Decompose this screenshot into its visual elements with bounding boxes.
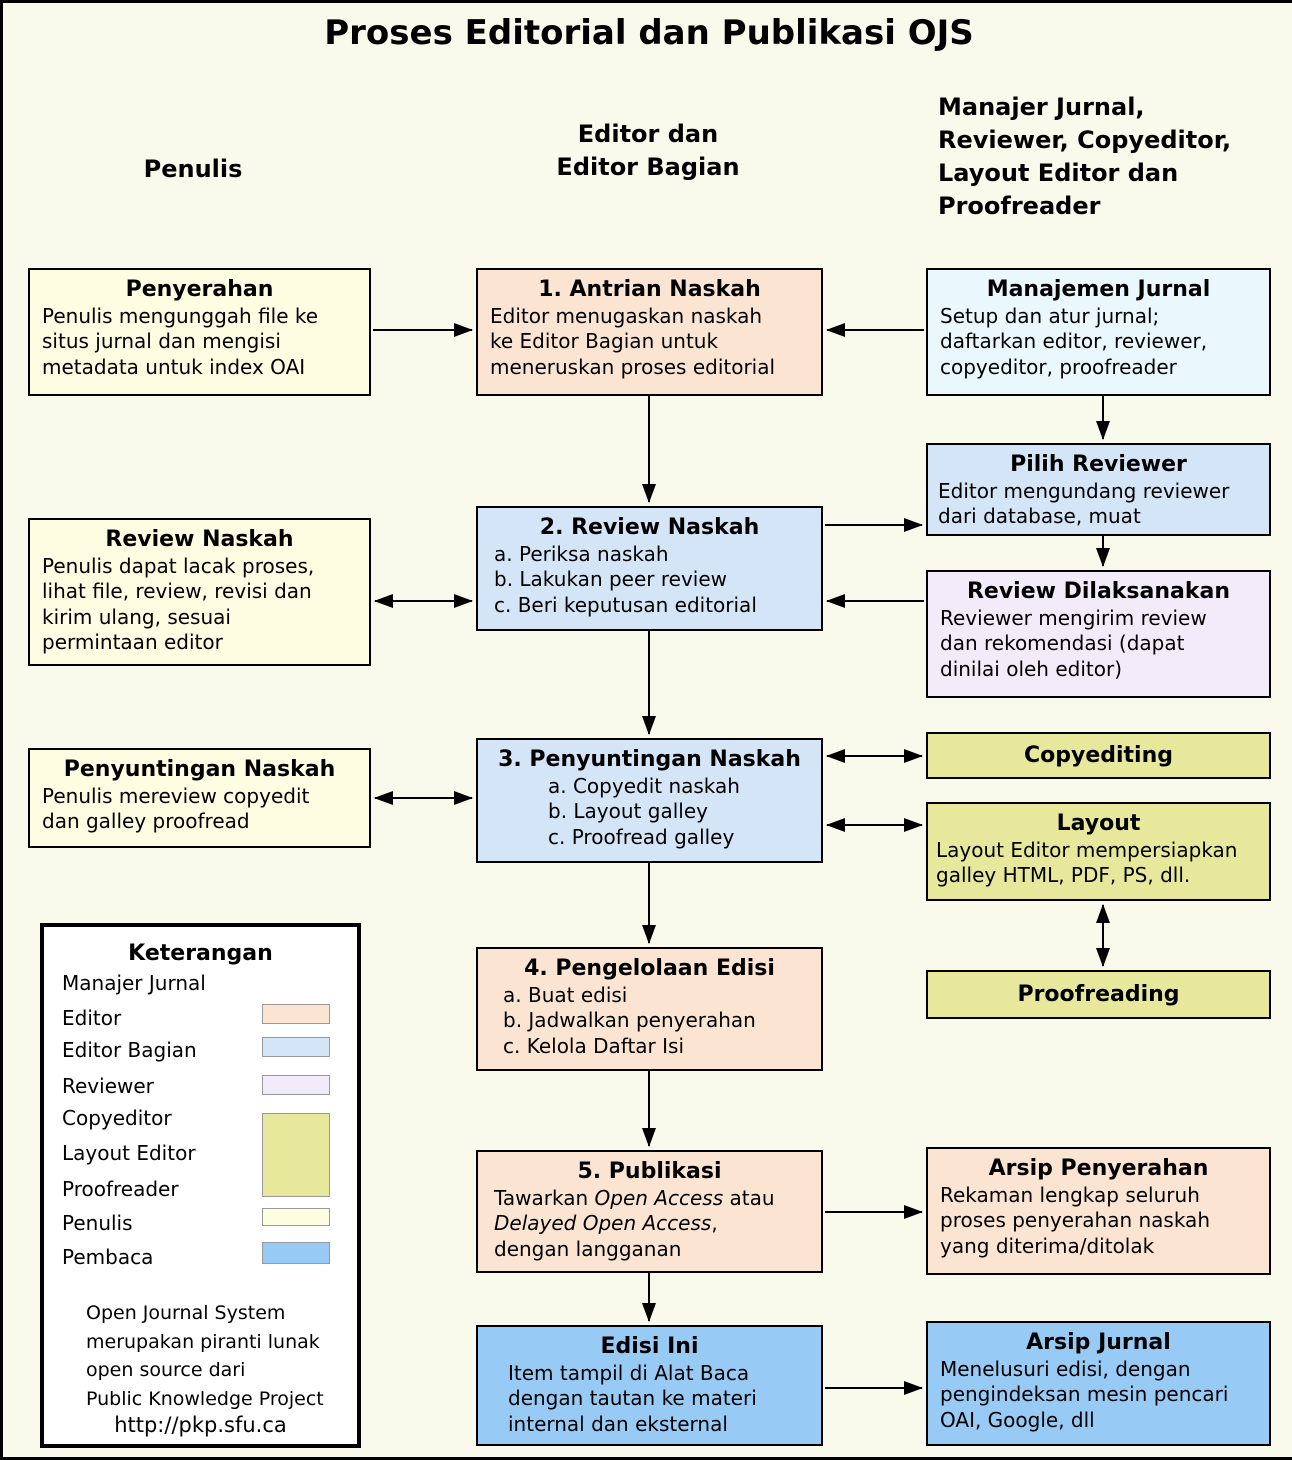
box-arsip-jurnal: Arsip Jurnal Menelusuri edisi, dengan pe… [926,1321,1271,1446]
box-publikasi: 5. Publikasi Tawarkan Open Access atau D… [476,1150,823,1273]
legend-swatch-copyeditor-layout-proofreader [262,1113,330,1197]
box-title: Edisi Ini [600,1334,699,1359]
legend-label-editor: Editor [62,1006,122,1030]
box-copyediting: Copyediting [926,732,1271,779]
legend-swatch-pembaca [262,1242,330,1264]
box-title: Manajemen Jurnal [986,277,1211,302]
box-manajemen-jurnal: Manajemen Jurnal Setup dan atur jurnal; … [926,268,1271,396]
box-edisi-ini: Edisi Ini Item tampil di Alat Baca denga… [476,1325,823,1446]
legend-footer-text: Open Journal System merupakan piranti lu… [86,1302,324,1410]
box-body: Editor menugaskan naskah ke Editor Bagia… [490,303,776,379]
box-body: Editor mengundang reviewer dari database… [938,478,1230,529]
legend-label-proofreader: Proofreader [62,1177,179,1201]
legend-label-penulis: Penulis [62,1211,133,1235]
box-body: Penulis dapat lacak proses, lihat file, … [42,553,315,655]
box-body: Penulis mereview copyedit dan galley pro… [42,783,310,834]
box-body: a. Periksa naskah b. Lakukan peer review… [494,541,757,617]
box-body: Tawarkan Open Access atau Delayed Open A… [494,1185,775,1261]
pkp-url-text: http://pkp.sfu.ca [114,1413,287,1437]
legend-label-manajer-jurnal: Manajer Jurnal [62,971,206,995]
box-review-dilaksanakan: Review Dilaksanakan Reviewer mengirim re… [926,570,1271,698]
box-body: a. Buat edisi b. Jadwalkan penyerahan c.… [503,982,756,1058]
diagram-title: Proses Editorial dan Publikasi OJS [324,13,974,53]
box-layout: Layout Layout Editor mempersiapkan galle… [926,802,1271,901]
box-title: Layout [1056,811,1141,836]
box-penyerahan: Penyerahan Penulis mengunggah file ke si… [28,268,371,396]
box-review-naskah-penulis: Review Naskah Penulis dapat lacak proses… [28,518,371,666]
box-title: 1. Antrian Naskah [538,277,761,302]
legend-label-layout-editor: Layout Editor [62,1141,196,1165]
box-body: a. Copyedit naskah b. Layout galley c. P… [548,773,740,849]
box-body: Reviewer mengirim review dan rekomendasi… [940,605,1207,681]
legend-label-pembaca: Pembaca [62,1245,154,1269]
legend-swatch-editor-bagian [262,1037,330,1057]
legend-label-editor-bagian: Editor Bagian [62,1038,197,1062]
legend-label-reviewer: Reviewer [62,1074,154,1098]
box-title: Arsip Jurnal [1026,1330,1171,1355]
legend-swatch-penulis [262,1208,330,1226]
box-title: 3. Penyuntingan Naskah [498,747,801,772]
box-proofreading: Proofreading [926,970,1271,1019]
box-title: Review Naskah [105,527,294,552]
box-penyuntingan-naskah: 3. Penyuntingan Naskah a. Copyedit naska… [476,738,823,863]
box-body: Rekaman lengkap seluruh proses penyeraha… [940,1182,1210,1258]
box-arsip-penyerahan: Arsip Penyerahan Rekaman lengkap seluruh… [926,1147,1271,1275]
legend: Keterangan Manajer Jurnal Editor Editor … [40,923,361,1448]
box-title: Proofreading [1017,981,1180,1007]
legend-swatch-editor [262,1004,330,1024]
box-title: Pilih Reviewer [1010,452,1187,477]
box-body: Menelusuri edisi, dengan pengindeksan me… [940,1356,1229,1432]
box-title: 2. Review Naskah [539,515,760,540]
legend-label-copyeditor: Copyeditor [62,1106,172,1130]
column-header-editor: Editor dan Editor Bagian [556,120,740,182]
box-pengelolaan-edisi: 4. Pengelolaan Edisi a. Buat edisi b. Ja… [476,947,823,1071]
box-pilih-reviewer: Pilih Reviewer Editor mengundang reviewe… [926,443,1271,536]
box-body: Penulis mengunggah file ke situs jurnal … [42,303,319,379]
legend-title: Keterangan [128,941,273,966]
box-penyuntingan-naskah-penulis: Penyuntingan Naskah Penulis mereview cop… [28,748,371,848]
box-body: Layout Editor mempersiapkan galley HTML,… [936,837,1238,888]
box-body: Item tampil di Alat Baca dengan tautan k… [508,1360,757,1436]
box-title: Arsip Penyerahan [988,1156,1209,1181]
column-header-other-roles: Manajer Jurnal, Reviewer, Copyeditor, La… [938,93,1232,221]
box-antrian-naskah: 1. Antrian Naskah Editor menugaskan nask… [476,268,823,396]
box-body: Setup dan atur jurnal; daftarkan editor,… [940,303,1208,379]
box-title: 4. Pengelolaan Edisi [524,956,775,981]
box-review-naskah: 2. Review Naskah a. Periksa naskah b. La… [476,506,823,631]
box-title: Copyediting [1023,742,1174,768]
column-header-penulis: Penulis [143,155,243,183]
box-title: Review Dilaksanakan [966,579,1231,604]
box-title: Penyuntingan Naskah [63,757,336,782]
legend-swatch-reviewer [262,1075,330,1095]
box-title: 5. Publikasi [577,1159,722,1184]
box-title: Penyerahan [125,277,274,302]
